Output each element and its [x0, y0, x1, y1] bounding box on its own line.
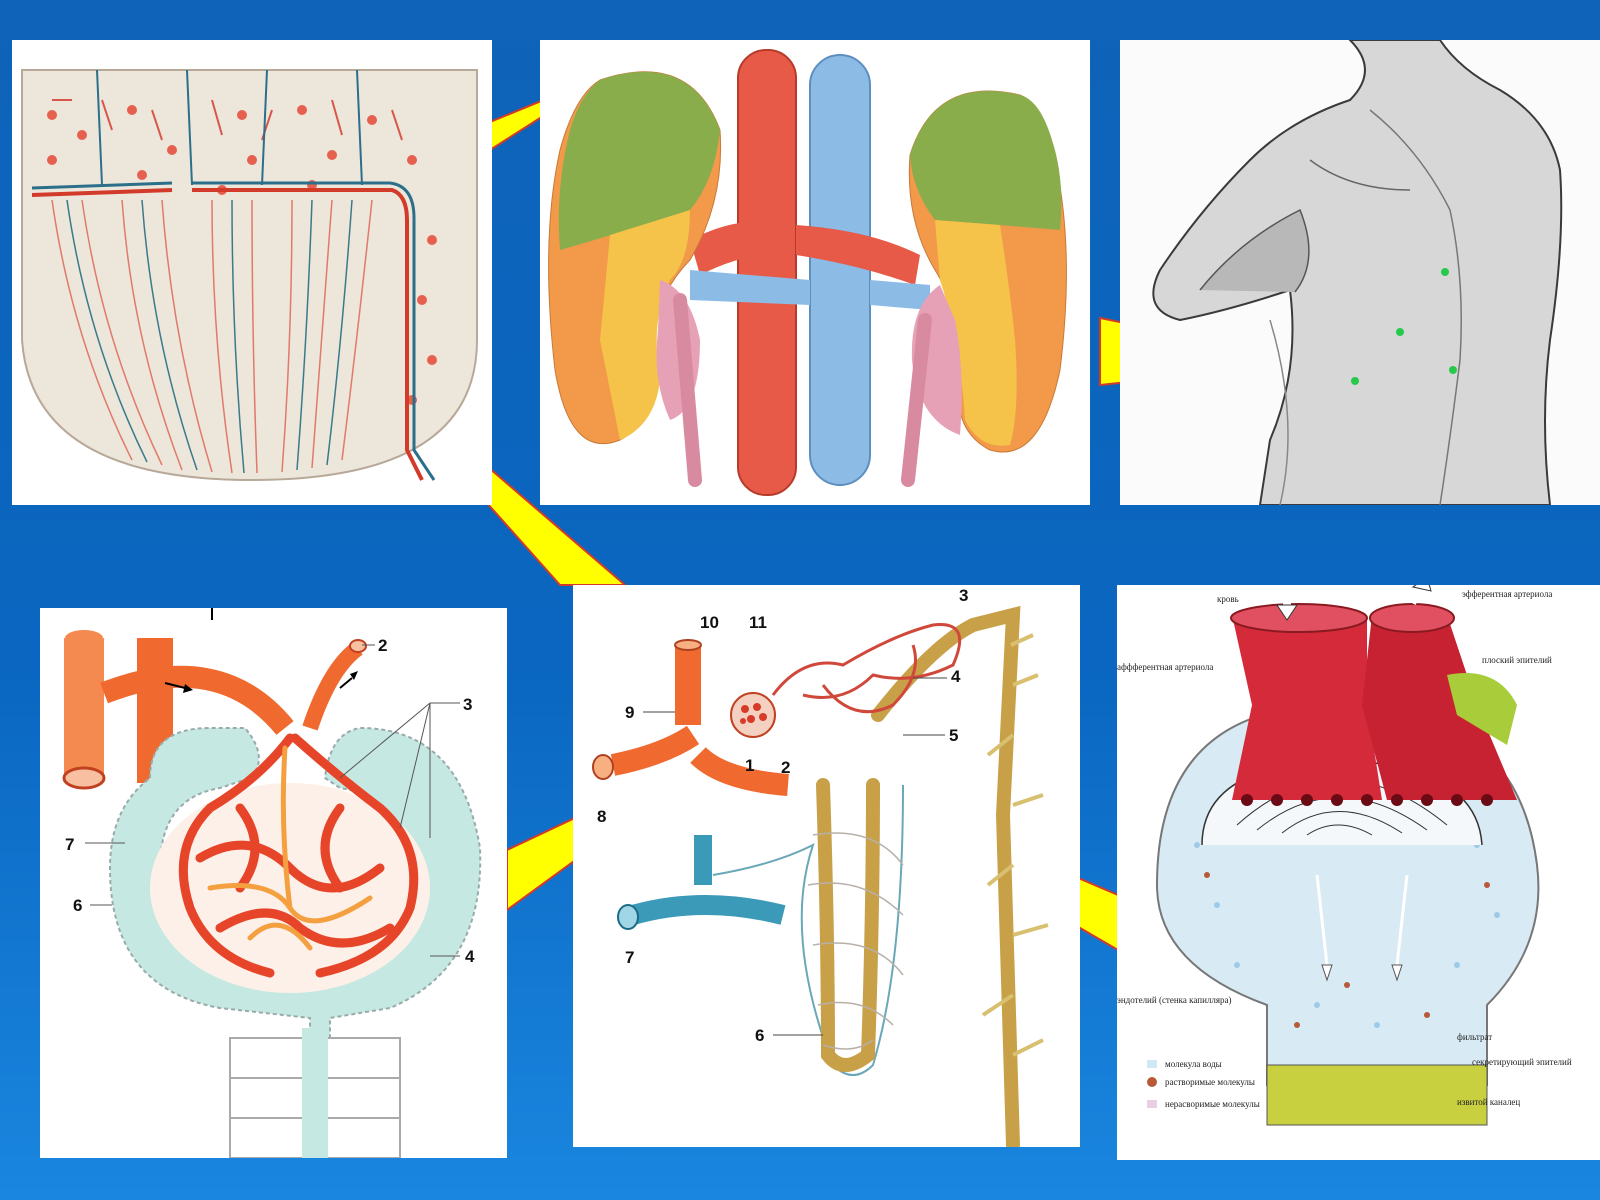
panel-glomerulus: 2 3 4 6 7 [40, 608, 507, 1158]
torso-illustration [1120, 40, 1600, 505]
glomerulus-label-3: 3 [463, 695, 472, 714]
panel-kidneys [540, 40, 1090, 505]
nephron-illustration: 1 2 3 4 5 6 7 8 9 10 11 [592, 586, 1049, 1147]
glomerulus-label-7: 7 [65, 835, 74, 854]
legend-water: молекула воды [1165, 1059, 1222, 1069]
nephron-label-11: 11 [749, 613, 767, 632]
legend-insoluble: нерасворимые молекулы [1165, 1099, 1260, 1109]
nephron-label-4: 4 [951, 667, 961, 686]
nephron-label-1: 1 [745, 756, 754, 775]
panel-filtration: кровь эфферентная артериола аффферентная… [1117, 585, 1600, 1160]
glomerulus-label-6: 6 [73, 896, 82, 915]
filtration-legend: молекула воды растворимые молекулы нерас… [1147, 1059, 1260, 1109]
nephron-label-5: 5 [949, 726, 958, 745]
filtration-label-endothelium: эндотелий (стенка капилляра) [1117, 995, 1232, 1005]
nephron-label-3: 3 [959, 586, 968, 605]
filtration-label-filtrate: фильтрат [1457, 1032, 1492, 1042]
legend-soluble: растворимые молекулы [1165, 1077, 1255, 1087]
nephron-label-9: 9 [625, 703, 634, 722]
glomerulus-label-4: 4 [465, 947, 475, 966]
filtration-label-afferent: аффферентная артериола [1117, 662, 1213, 672]
kidneys-illustration [548, 49, 1067, 496]
filtration-illustration: кровь эфферентная артериола аффферентная… [1117, 585, 1572, 1126]
panel-torso [1120, 40, 1600, 505]
kidney-projection-points [1351, 268, 1457, 385]
filtration-label-squamous: плоский эпителий [1482, 655, 1552, 665]
nephron-label-7: 7 [625, 948, 634, 967]
filtration-label-efferent: эфферентная артериола [1462, 589, 1552, 599]
glomerulus-illustration: 2 3 4 6 7 [62, 608, 482, 1158]
panel-nephron: 1 2 3 4 5 6 7 8 9 10 11 [573, 585, 1080, 1147]
filtration-label-tubule: извитой каналец [1457, 1097, 1520, 1107]
filtration-label-blood: кровь [1217, 594, 1239, 604]
panel-renal-cortex [12, 40, 492, 505]
renal-cortex-illustration [21, 69, 478, 482]
nephron-label-10: 10 [700, 613, 719, 632]
nephron-label-8: 8 [597, 807, 606, 826]
filtration-label-secreting: секретирующий эпителий [1472, 1057, 1572, 1067]
glomerulus-label-2: 2 [378, 636, 387, 655]
nephron-label-2: 2 [781, 758, 790, 777]
nephron-label-6: 6 [755, 1026, 764, 1045]
